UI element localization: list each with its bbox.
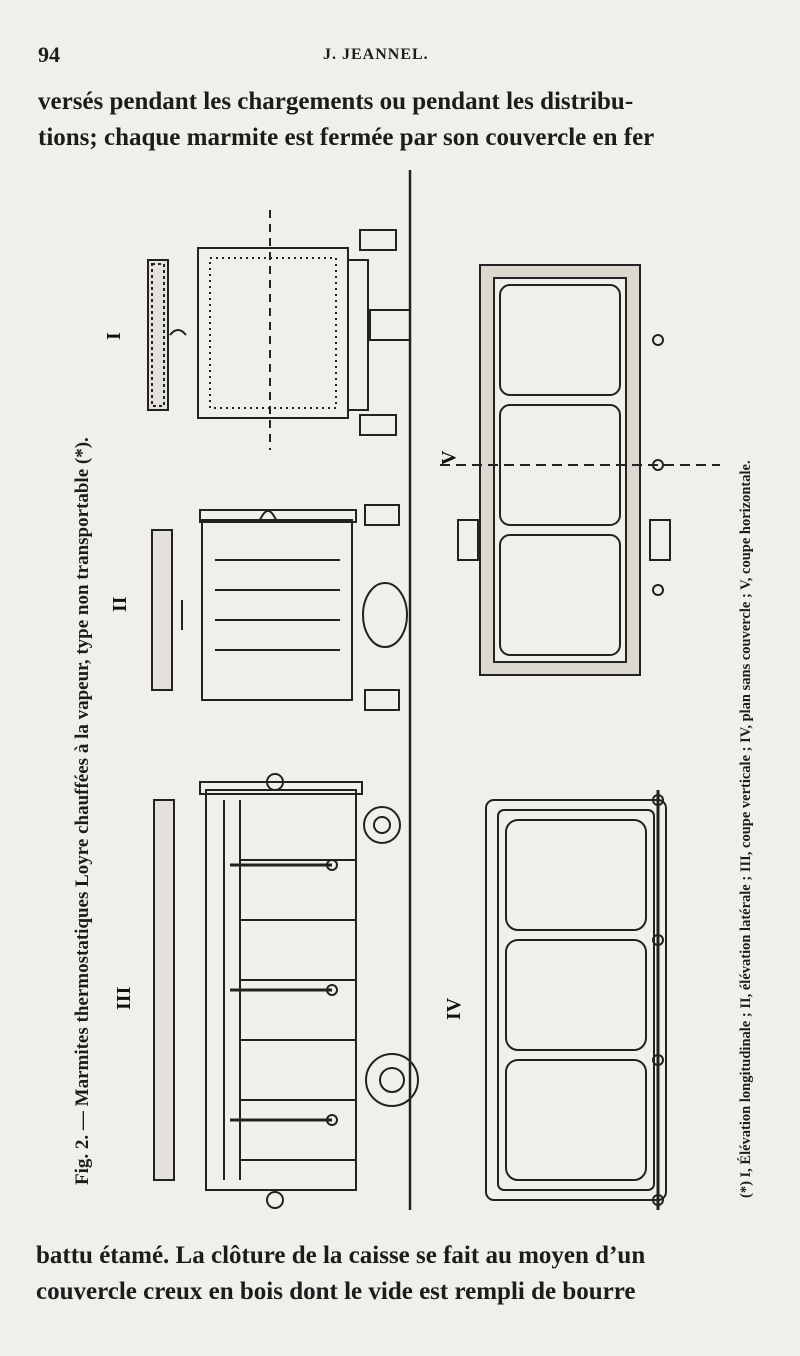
- running-head: J. JEANNEL.: [323, 46, 429, 63]
- view-label: V: [438, 450, 460, 465]
- text-line: tions; chaque marmite est fermée par son…: [38, 124, 655, 151]
- figure-footnote: (*) I, Élévation longitudinale ; II, élé…: [738, 460, 754, 1198]
- view-label: IV: [443, 997, 465, 1020]
- text-line: versés pendant les chargements ou pendan…: [38, 88, 634, 115]
- body-text-bottom: battu étamé. La clôture de la caisse se …: [36, 1238, 766, 1310]
- view-label: I: [103, 332, 125, 340]
- view-iii-drawing: [153, 773, 419, 1209]
- view-ii-drawing: [151, 504, 408, 711]
- page-header: 94 J. JEANNEL.: [38, 42, 770, 78]
- view-i-drawing: [147, 210, 411, 450]
- view-v-drawing: [440, 264, 720, 676]
- text-line: couvercle creux en bois dont le vide est…: [36, 1278, 636, 1305]
- figure-drawing: I II III IV V: [103, 170, 720, 1210]
- text-line: battu étamé. La clôture de la caisse se …: [36, 1242, 646, 1269]
- body-text-top: versés pendant les chargements ou pendan…: [38, 84, 760, 156]
- view-label: III: [113, 986, 135, 1010]
- view-iv-drawing: [485, 790, 667, 1210]
- page-number: 94: [38, 42, 60, 67]
- view-label: II: [109, 596, 131, 612]
